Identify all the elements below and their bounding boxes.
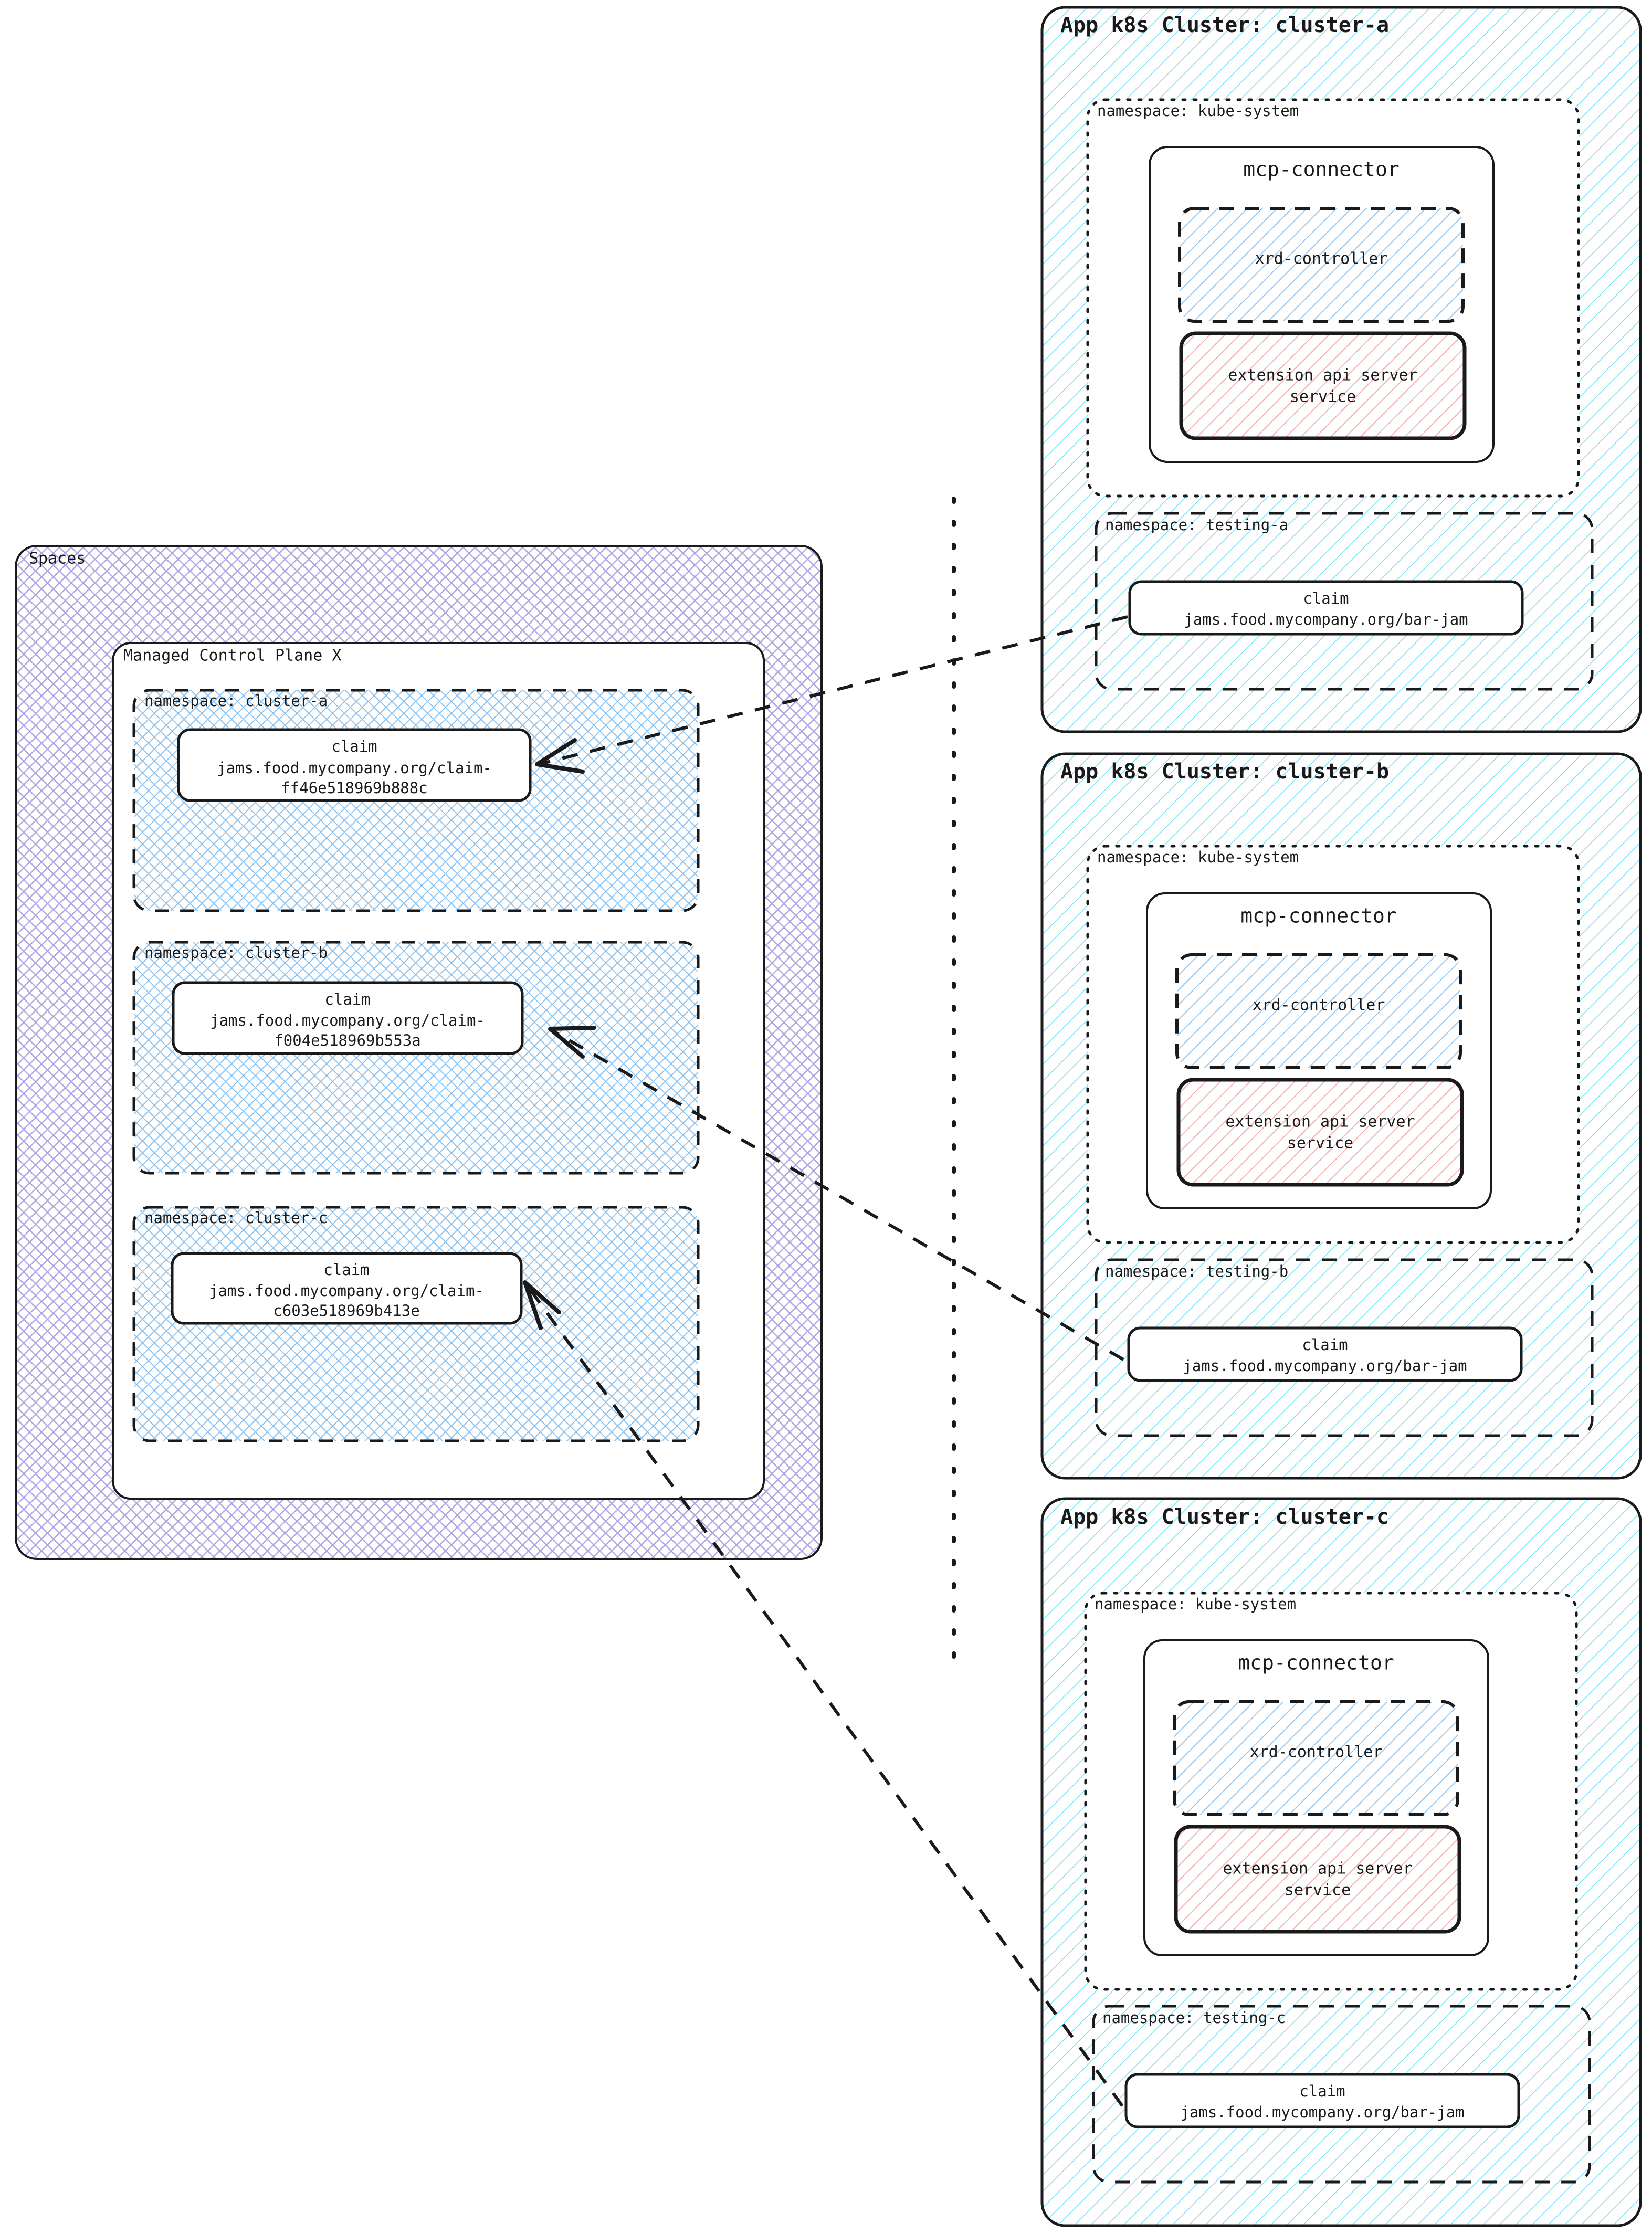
cluster-c-xrd-controller-box[interactable]	[1173, 1700, 1459, 1816]
cluster-b-kube-system-label: namespace: kube-system	[1097, 848, 1299, 866]
cluster-c-testing-claim-ref: jams.food.mycompany.org/bar-jam	[1180, 2103, 1464, 2121]
claim-cluster-c-box[interactable]	[171, 1252, 523, 1325]
cluster-b-testing-claim-box[interactable]	[1127, 1326, 1523, 1382]
cluster-a-testing-claim-box[interactable]	[1128, 580, 1524, 636]
claim-cluster-b-box[interactable]	[172, 981, 524, 1055]
cluster-b-testing-claim-kind: claim	[1302, 1336, 1348, 1354]
cluster-b: App k8s Cluster: cluster-b namespace: ku…	[1040, 752, 1642, 1480]
cluster-c-kube-system-namespace: namespace: kube-system mcp-connector xrd…	[1084, 1592, 1578, 1991]
namespace-cluster-c-label: namespace: cluster-c	[144, 1209, 328, 1227]
cluster-b-xrd-controller-box[interactable]	[1175, 953, 1462, 1069]
cluster-c: App k8s Cluster: cluster-c namespace: ku…	[1040, 1497, 1642, 2227]
namespace-cluster-b-boundary	[132, 941, 700, 1175]
cluster-b-xrd-controller-label: xrd-controller	[1253, 996, 1385, 1015]
cluster-b-extension-api-server-line2: service	[1287, 1134, 1353, 1153]
cluster-a-xrd-controller[interactable]: xrd-controller	[1178, 207, 1465, 323]
cluster-a-extension-api-server[interactable]: extension api server service	[1179, 331, 1467, 440]
cluster-c-extension-api-server-line2: service	[1285, 1881, 1351, 1900]
cluster-a-testing-claim-ref: jams.food.mycompany.org/bar-jam	[1184, 610, 1468, 628]
cluster-a-title: App k8s Cluster: cluster-a	[1060, 13, 1389, 37]
claim-cluster-c[interactable]: claim jams.food.mycompany.org/claim- c60…	[171, 1252, 523, 1325]
cluster-a-kube-system-label: namespace: kube-system	[1097, 102, 1299, 120]
connector-cluster-b-arrowhead	[548, 1026, 596, 1059]
cluster-c-mcp-connector-pod: mcp-connector xrd-controller extension a…	[1143, 1639, 1489, 1956]
spaces-container: Spaces Managed Control Plane X namespace…	[15, 545, 823, 1560]
cluster-a-testing-namespace: namespace: testing-a claim jams.food.myc…	[1095, 512, 1594, 691]
claim-cluster-a-ref-line1: jams.food.mycompany.org/claim-	[217, 759, 492, 777]
claim-cluster-b-ref-line2: f004e518969b553a	[274, 1031, 420, 1049]
cluster-c-testing-namespace: namespace: testing-c claim jams.food.myc…	[1092, 2005, 1591, 2184]
managed-control-plane: Managed Control Plane X namespace: clust…	[112, 642, 765, 1500]
connector-cluster-b-line	[553, 1030, 1124, 1361]
cluster-a-testing-claim-kind: claim	[1303, 589, 1349, 607]
claim-cluster-a-box[interactable]	[177, 728, 532, 802]
namespace-cluster-c: namespace: cluster-c claim jams.food.myc…	[132, 1206, 700, 1442]
cluster-c-testing-claim[interactable]: claim jams.food.mycompany.org/bar-jam	[1124, 2073, 1520, 2128]
connector-cluster-c	[523, 1280, 1124, 2107]
cluster-c-mcp-connector-title: mcp-connector	[1238, 1651, 1394, 1674]
cluster-b-extension-api-server[interactable]: extension api server service	[1176, 1078, 1464, 1187]
cluster-b-kube-system-namespace: namespace: kube-system mcp-connector xrd…	[1086, 845, 1580, 1244]
connector-cluster-a	[535, 615, 1128, 774]
claim-cluster-c-kind: claim	[323, 1261, 369, 1279]
claim-cluster-b-ref-line1: jams.food.mycompany.org/claim-	[210, 1011, 485, 1029]
cluster-b-extension-api-server-box[interactable]	[1176, 1078, 1464, 1187]
cluster-c-title: App k8s Cluster: cluster-c	[1060, 1505, 1389, 1529]
cluster-a: App k8s Cluster: cluster-a namespace: ku…	[1040, 6, 1642, 733]
cluster-a-extension-api-server-line2: service	[1290, 388, 1356, 406]
connector-cluster-c-arrowhead	[523, 1280, 561, 1330]
cluster-a-extension-api-server-line1: extension api server	[1228, 366, 1417, 385]
cluster-b-testing-claim[interactable]: claim jams.food.mycompany.org/bar-jam	[1127, 1326, 1523, 1382]
namespace-cluster-a-label: namespace: cluster-a	[144, 692, 328, 710]
cluster-c-extension-api-server-box[interactable]	[1174, 1825, 1461, 1934]
cluster-c-testing-claim-box[interactable]	[1124, 2073, 1520, 2128]
claim-cluster-c-ref-line1: jams.food.mycompany.org/claim-	[209, 1282, 484, 1300]
cluster-a-mcp-connector-pod: mcp-connector xrd-controller extension a…	[1149, 146, 1495, 463]
cluster-a-testing-claim[interactable]: claim jams.food.mycompany.org/bar-jam	[1128, 580, 1524, 636]
claim-cluster-b-kind: claim	[324, 990, 370, 1008]
cluster-b-extension-api-server-line1: extension api server	[1225, 1113, 1415, 1131]
cluster-c-extension-api-server[interactable]: extension api server service	[1174, 1825, 1461, 1934]
control-plane-label: Managed Control Plane X	[123, 647, 341, 665]
cluster-a-extension-api-server-box[interactable]	[1179, 331, 1467, 440]
spaces-label: Spaces	[29, 550, 86, 568]
cluster-a-xrd-controller-box[interactable]	[1178, 207, 1465, 323]
cluster-b-testing-namespace: namespace: testing-b claim jams.food.myc…	[1095, 1258, 1594, 1437]
connector-arrows	[523, 615, 1128, 2107]
connector-cluster-b	[548, 1026, 1124, 1361]
cluster-c-extension-api-server-line1: extension api server	[1223, 1860, 1412, 1878]
cluster-b-mcp-connector-title: mcp-connector	[1240, 904, 1396, 928]
cluster-c-testing-label: namespace: testing-c	[1102, 2009, 1286, 2027]
cluster-a-mcp-connector-title: mcp-connector	[1243, 158, 1399, 181]
claim-cluster-a[interactable]: claim jams.food.mycompany.org/claim- ff4…	[177, 728, 532, 802]
claim-cluster-a-kind: claim	[331, 737, 377, 755]
cluster-b-testing-label: namespace: testing-b	[1105, 1262, 1288, 1280]
cluster-b-testing-claim-ref: jams.food.mycompany.org/bar-jam	[1183, 1357, 1467, 1375]
cluster-c-kube-system-label: namespace: kube-system	[1095, 1595, 1296, 1613]
namespace-cluster-b: namespace: cluster-b claim jams.food.myc…	[132, 941, 700, 1175]
connector-cluster-a-arrowhead	[535, 738, 585, 774]
cluster-b-mcp-connector-pod: mcp-connector xrd-controller extension a…	[1146, 892, 1492, 1209]
namespace-cluster-b-label: namespace: cluster-b	[144, 944, 328, 962]
cluster-b-title: App k8s Cluster: cluster-b	[1060, 760, 1389, 784]
cluster-c-xrd-controller-label: xrd-controller	[1250, 1743, 1383, 1762]
cluster-a-xrd-controller-label: xrd-controller	[1255, 250, 1388, 268]
cluster-b-xrd-controller[interactable]: xrd-controller	[1175, 953, 1462, 1069]
namespace-cluster-a: namespace: cluster-a claim jams.food.myc…	[132, 689, 700, 912]
cluster-a-kube-system-namespace: namespace: kube-system mcp-connector xrd…	[1086, 98, 1580, 498]
claim-cluster-a-ref-line2: ff46e518969b888c	[281, 779, 427, 797]
cluster-c-testing-claim-kind: claim	[1299, 2082, 1345, 2100]
claim-cluster-b[interactable]: claim jams.food.mycompany.org/claim- f00…	[172, 981, 524, 1055]
claim-cluster-c-ref-line2: c603e518969b413e	[273, 1302, 419, 1320]
cluster-c-xrd-controller[interactable]: xrd-controller	[1173, 1700, 1459, 1816]
cluster-a-testing-label: namespace: testing-a	[1105, 516, 1288, 534]
